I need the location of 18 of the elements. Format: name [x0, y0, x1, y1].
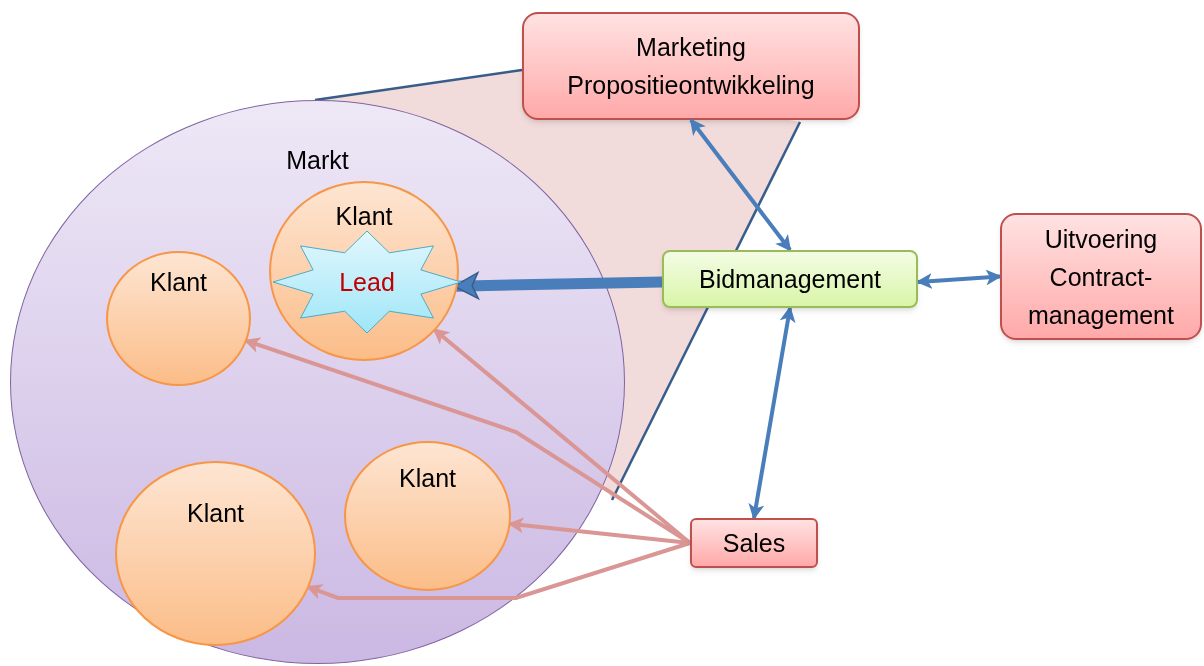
- node-label: Klant: [335, 201, 393, 231]
- node-label: Uitvoering Contract-management: [1027, 223, 1175, 331]
- arrow: [748, 306, 796, 520]
- node-label: Lead: [339, 267, 395, 297]
- node-label: Klant: [399, 463, 456, 493]
- node-label: Markt: [286, 145, 349, 175]
- process-box: [1000, 213, 1202, 340]
- process-box: [662, 250, 918, 308]
- node-label: Klant: [187, 498, 244, 528]
- arrow: [689, 118, 792, 252]
- node-label: Marketing Propositieontwikkeling: [566, 32, 816, 101]
- node-label: Sales: [722, 528, 786, 558]
- node-label: Klant: [150, 267, 207, 297]
- lead-star: [273, 231, 461, 333]
- node-label: Bidmanagement: [698, 264, 882, 294]
- arrow: [916, 269, 1002, 289]
- process-box: [690, 518, 818, 568]
- process-box: [522, 12, 860, 120]
